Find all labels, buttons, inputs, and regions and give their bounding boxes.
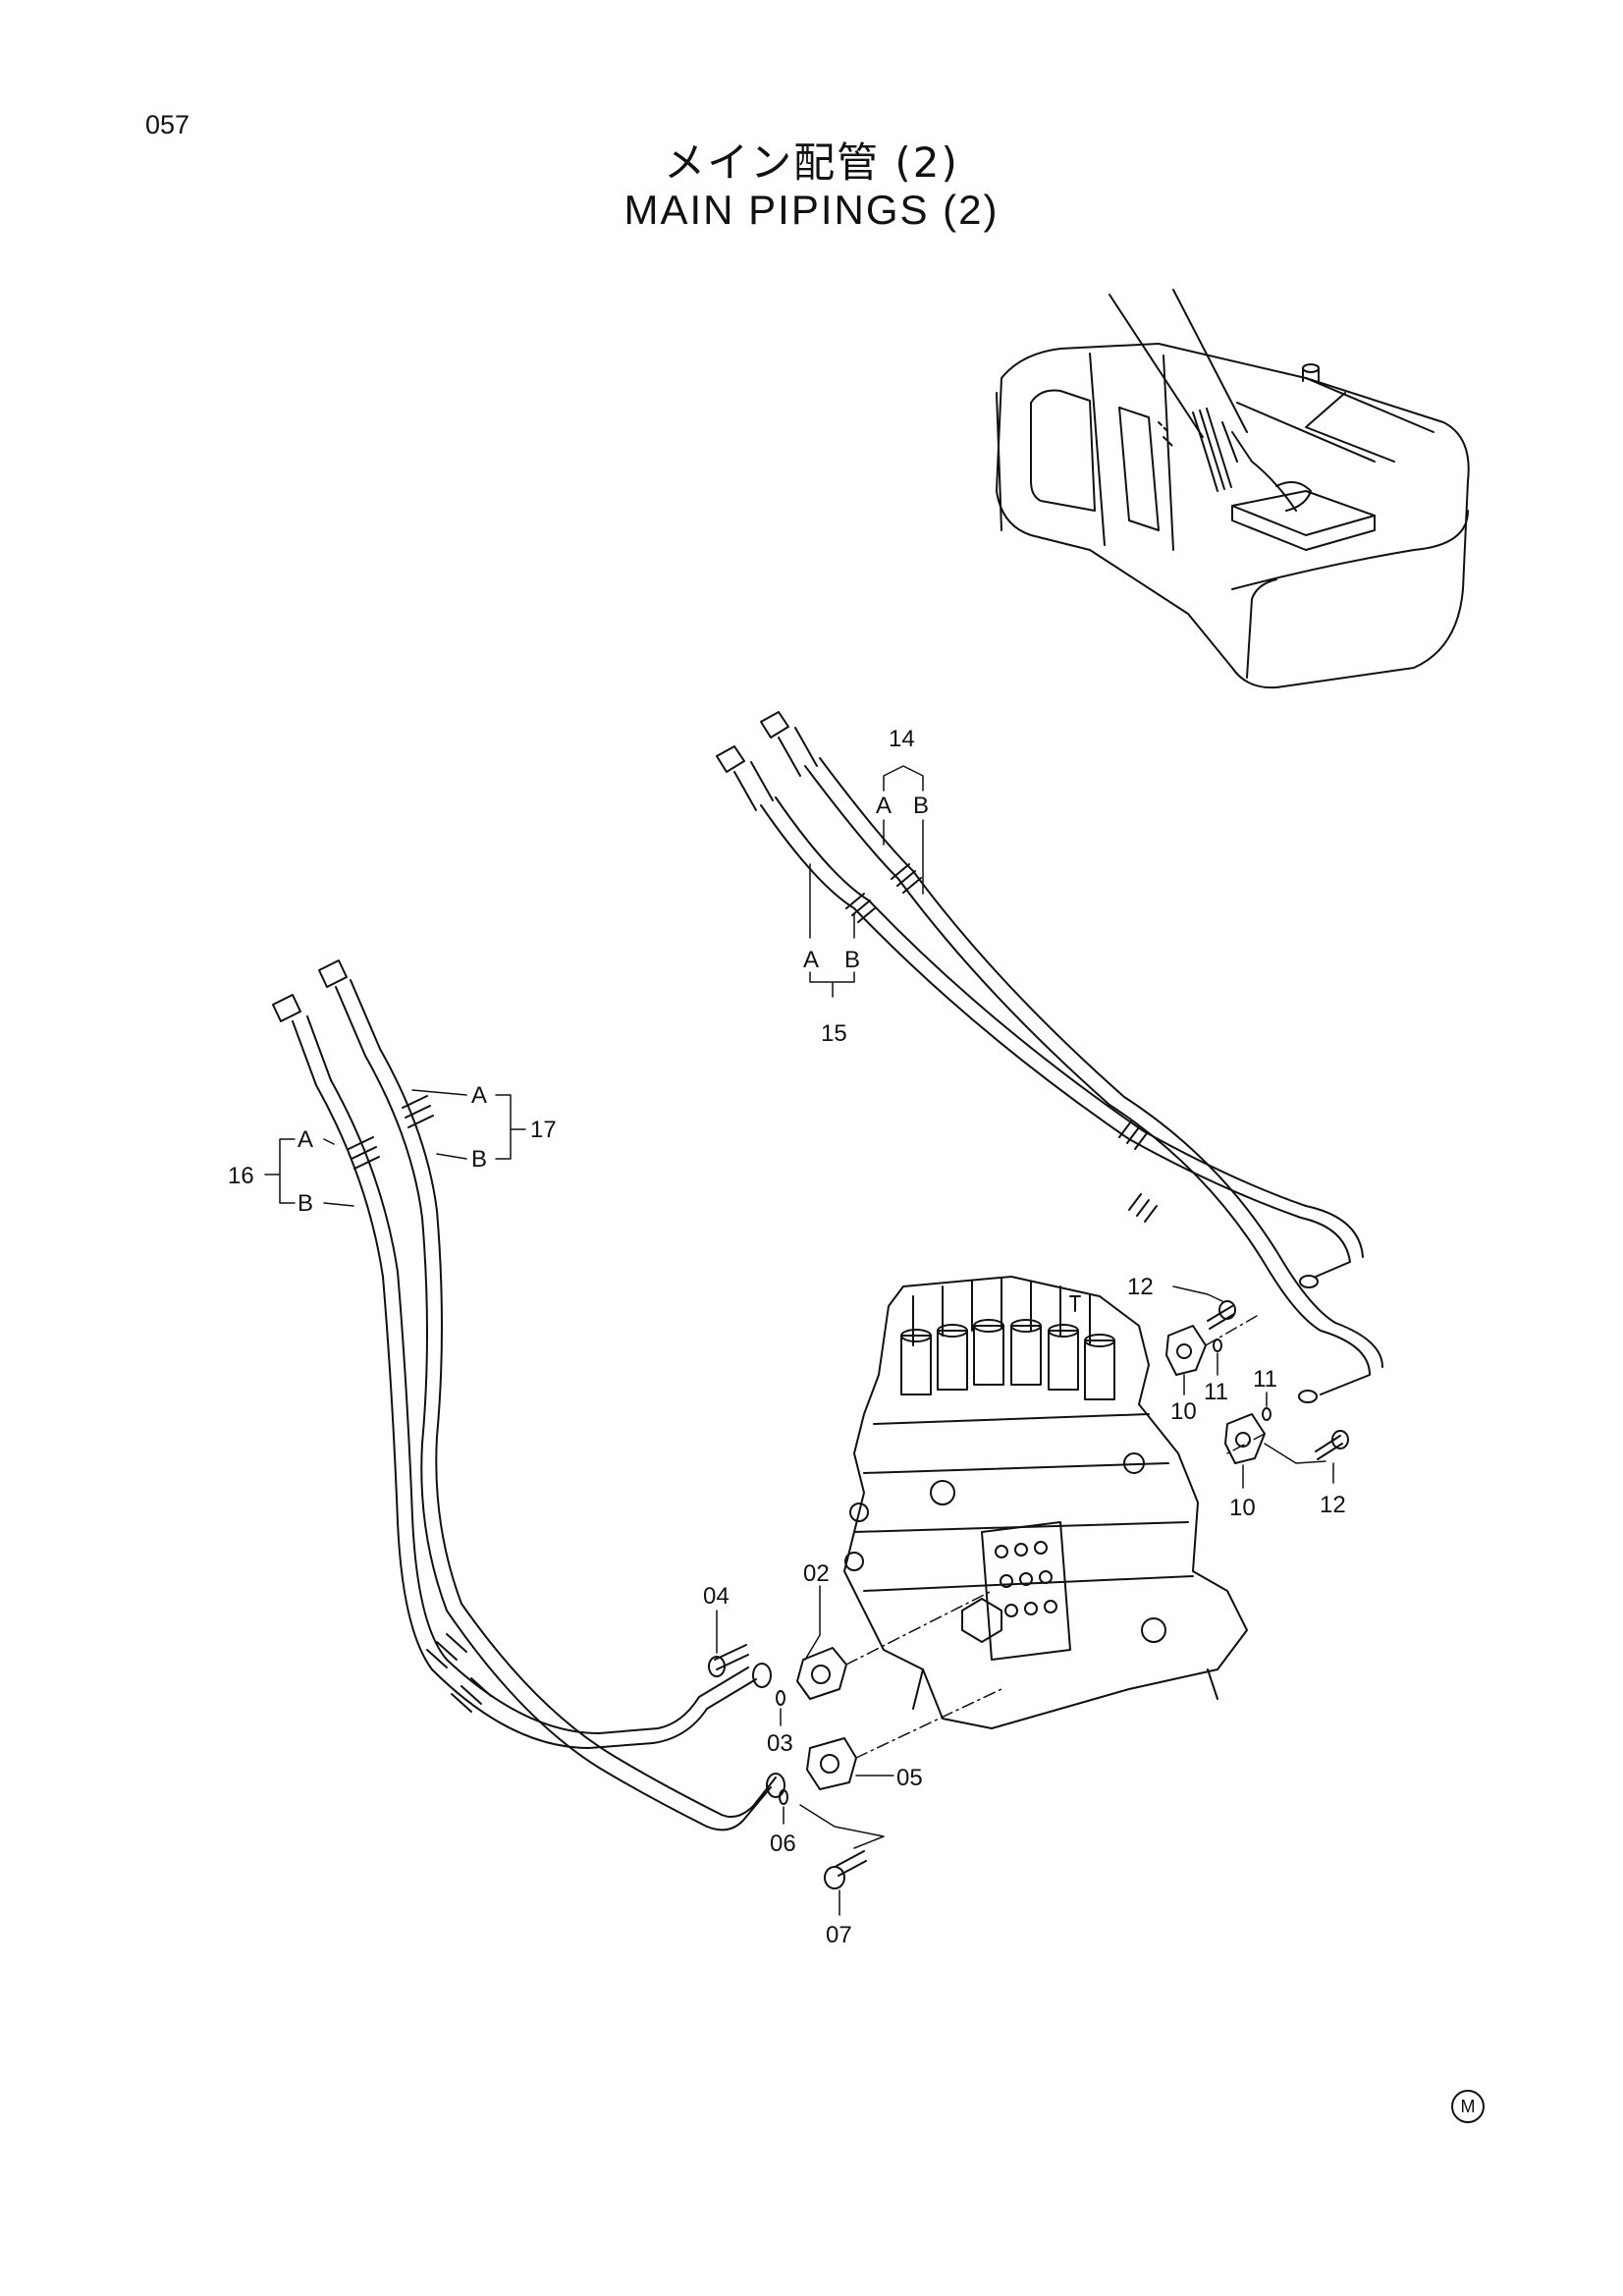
callout-11-upper: 11 bbox=[1204, 1379, 1228, 1405]
callout-14-a: A bbox=[876, 793, 892, 819]
callout-07: 07 bbox=[826, 1922, 852, 1948]
machine-overview-illustration bbox=[996, 289, 1470, 689]
hose-assembly-16-17 bbox=[272, 959, 785, 1831]
control-valve-illustration bbox=[843, 1276, 1248, 1729]
hose-assembly-14-15 bbox=[716, 711, 1383, 1403]
leader-lines bbox=[264, 765, 1334, 1916]
callout-15-a: A bbox=[803, 947, 819, 973]
callout-17-b: B bbox=[471, 1146, 487, 1173]
callout-12-upper: 12 bbox=[1127, 1274, 1154, 1300]
port-guide-lines bbox=[845, 1315, 1266, 1759]
callout-02: 02 bbox=[803, 1560, 830, 1587]
corner-mark: M bbox=[1451, 2090, 1485, 2123]
callout-05: 05 bbox=[896, 1765, 923, 1791]
callout-15-b: B bbox=[844, 947, 860, 973]
callout-12-lower: 12 bbox=[1320, 1492, 1346, 1518]
callout-16-a: A bbox=[298, 1126, 313, 1153]
callout-06: 06 bbox=[770, 1831, 796, 1857]
flange-hardware bbox=[708, 1300, 1349, 1889]
callout-10-lower: 10 bbox=[1229, 1495, 1256, 1521]
callout-14: 14 bbox=[889, 726, 915, 752]
callout-labels: 14 A B A B 15 16 A B A B 17 02 04 03 05 … bbox=[228, 726, 1346, 1948]
page-title-english: MAIN PIPINGS (2) bbox=[623, 187, 1000, 233]
callout-14-b: B bbox=[913, 793, 929, 819]
callout-04: 04 bbox=[703, 1583, 730, 1610]
page-number: 057 bbox=[145, 110, 190, 139]
page-title-japanese: メイン配管 (2) bbox=[664, 138, 959, 187]
callout-17: 17 bbox=[530, 1117, 557, 1143]
callout-16-b: B bbox=[298, 1190, 313, 1217]
callout-16: 16 bbox=[228, 1163, 254, 1189]
callout-11-lower: 11 bbox=[1253, 1366, 1277, 1393]
callout-10-upper: 10 bbox=[1170, 1398, 1197, 1425]
callout-15: 15 bbox=[821, 1020, 847, 1047]
callout-03: 03 bbox=[767, 1730, 793, 1757]
callout-17-a: A bbox=[471, 1082, 487, 1109]
